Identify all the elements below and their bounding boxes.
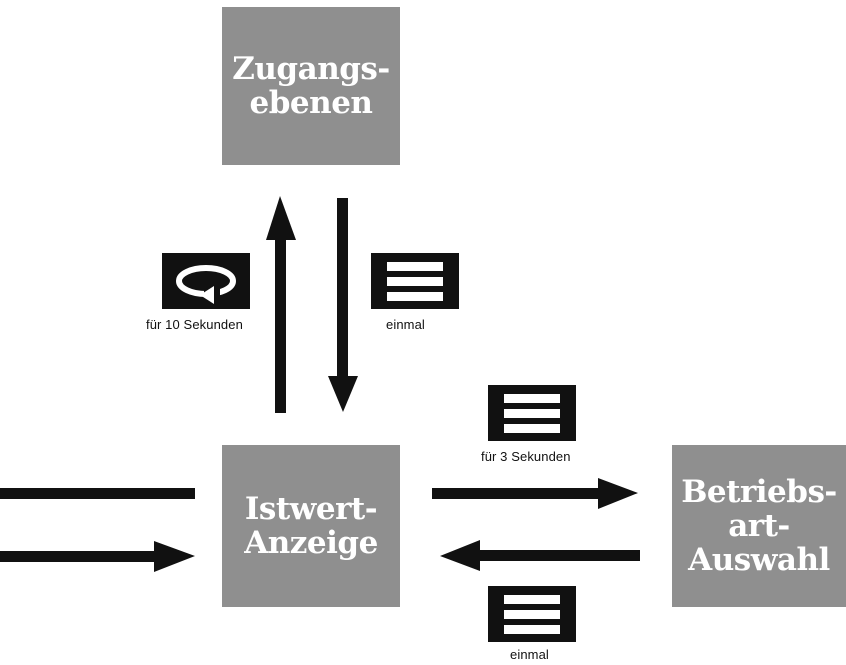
menu-icon xyxy=(371,253,459,309)
menu-icon xyxy=(488,586,576,642)
caption-once-bottom: einmal xyxy=(510,647,549,662)
betriebsart-auswahl-box: Betriebs- art- Auswahl xyxy=(672,445,846,607)
line-left-outgoing xyxy=(0,488,195,499)
arrow-up-to-zugangsebenen xyxy=(266,196,296,413)
arrow-right-to-betriebsart xyxy=(432,478,638,509)
istwert-anzeige-label: Istwert- Anzeige xyxy=(244,491,378,561)
arrow-left-to-istwert xyxy=(440,540,640,571)
caption-once-top: einmal xyxy=(386,317,425,332)
caption-hold-10-seconds: für 10 Sekunden xyxy=(146,317,243,332)
rotate-icon xyxy=(162,253,250,309)
caption-hold-3-seconds: für 3 Sekunden xyxy=(481,449,571,464)
zugangsebenen-box: Zugangs- ebenen xyxy=(222,7,400,165)
betriebsart-auswahl-label: Betriebs- art- Auswahl xyxy=(681,474,837,578)
istwert-anzeige-box: Istwert- Anzeige xyxy=(222,445,400,607)
arrow-down-to-istwert xyxy=(328,198,358,412)
menu-icon xyxy=(488,385,576,441)
arrow-left-incoming xyxy=(0,541,195,572)
zugangsebenen-label: Zugangs- ebenen xyxy=(232,51,390,121)
